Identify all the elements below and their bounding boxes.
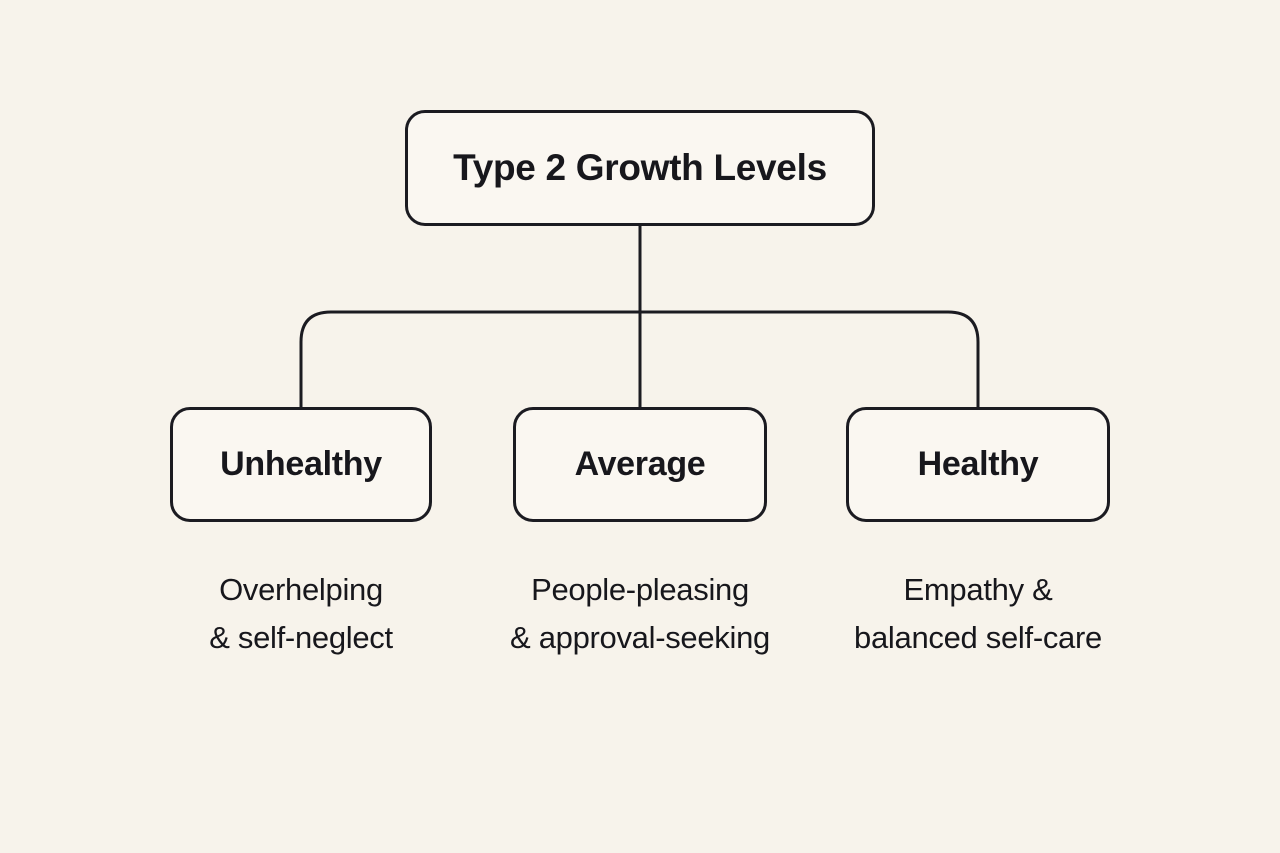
node-healthy: Healthy [846, 407, 1110, 522]
caption-unhealthy-line2: & self-neglect [209, 620, 393, 655]
connector-branch-rail [299, 310, 980, 409]
caption-average: People-pleasing & approval-seeking [460, 566, 820, 662]
caption-healthy-line1: Empathy & [903, 572, 1053, 607]
node-average: Average [513, 407, 767, 522]
node-average-label: Average [574, 445, 706, 483]
caption-unhealthy: Overhelping & self-neglect [121, 566, 481, 662]
node-unhealthy: Unhealthy [170, 407, 432, 522]
node-root: Type 2 Growth Levels [405, 110, 875, 226]
caption-average-line2: & approval-seeking [510, 620, 770, 655]
node-healthy-label: Healthy [917, 445, 1039, 483]
node-root-label: Type 2 Growth Levels [453, 147, 827, 188]
caption-healthy-line2: balanced self-care [854, 620, 1102, 655]
node-unhealthy-label: Unhealthy [220, 445, 382, 483]
caption-healthy: Empathy & balanced self-care [798, 566, 1158, 662]
caption-unhealthy-line1: Overhelping [219, 572, 383, 607]
caption-average-line1: People-pleasing [531, 572, 749, 607]
